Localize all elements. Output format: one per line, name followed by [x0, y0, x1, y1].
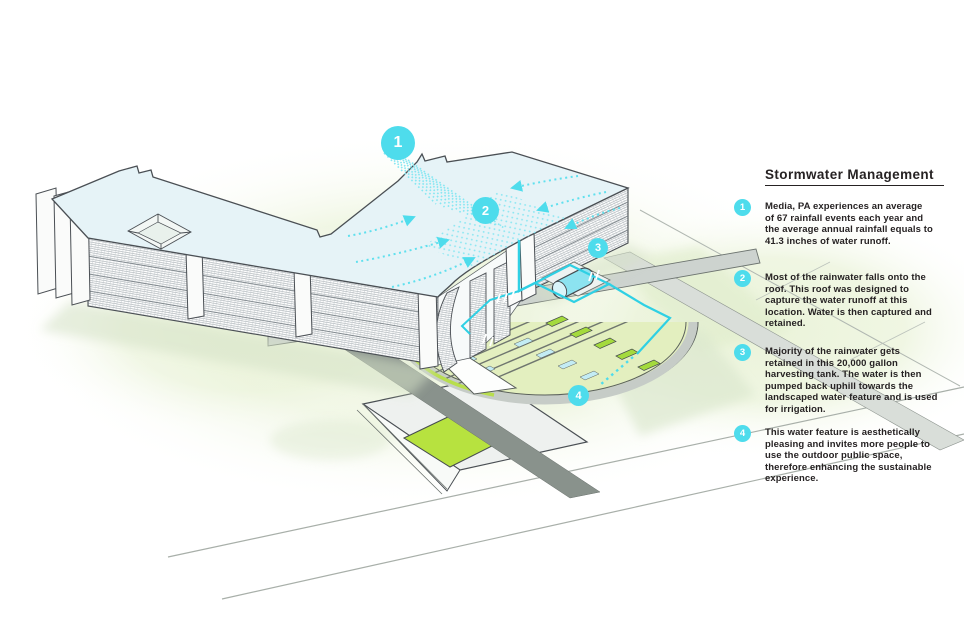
panel-title: Stormwater Management [765, 167, 944, 186]
diagram-marker-3: 3 [588, 238, 608, 258]
roof-flow-arrows [347, 175, 621, 288]
legend-badge-1: 1 [734, 199, 751, 216]
legend-badge-4: 4 [734, 425, 751, 442]
building [35, 151, 630, 373]
roof-courtyard [127, 213, 192, 250]
rain-dotted-lines [383, 152, 505, 229]
legend-badge-3: 3 [734, 344, 751, 361]
legend-text-3: Majority of the rainwater gets retained … [765, 346, 938, 415]
dotted-flow-to-feature [599, 356, 634, 386]
legend-text-1: Media, PA experiences an average of 67 r… [765, 201, 933, 247]
plaza-pipe [460, 290, 520, 335]
legend-text-2: Most of the rainwater falls onto the roo… [765, 272, 932, 329]
water-pipe-route [460, 240, 672, 386]
crosswalk-ticks [482, 269, 600, 347]
irrigation-pipe [608, 283, 672, 355]
diagram-marker-4: 4 [568, 385, 589, 406]
diagram-marker-1: 1 [381, 126, 415, 160]
atrium-glass [435, 236, 528, 373]
planter-cells [545, 315, 661, 371]
diagram-marker-2: 2 [472, 197, 499, 224]
legend-badge-2: 2 [734, 270, 751, 287]
legend-text-4: This water feature is aesthetically plea… [765, 427, 932, 484]
